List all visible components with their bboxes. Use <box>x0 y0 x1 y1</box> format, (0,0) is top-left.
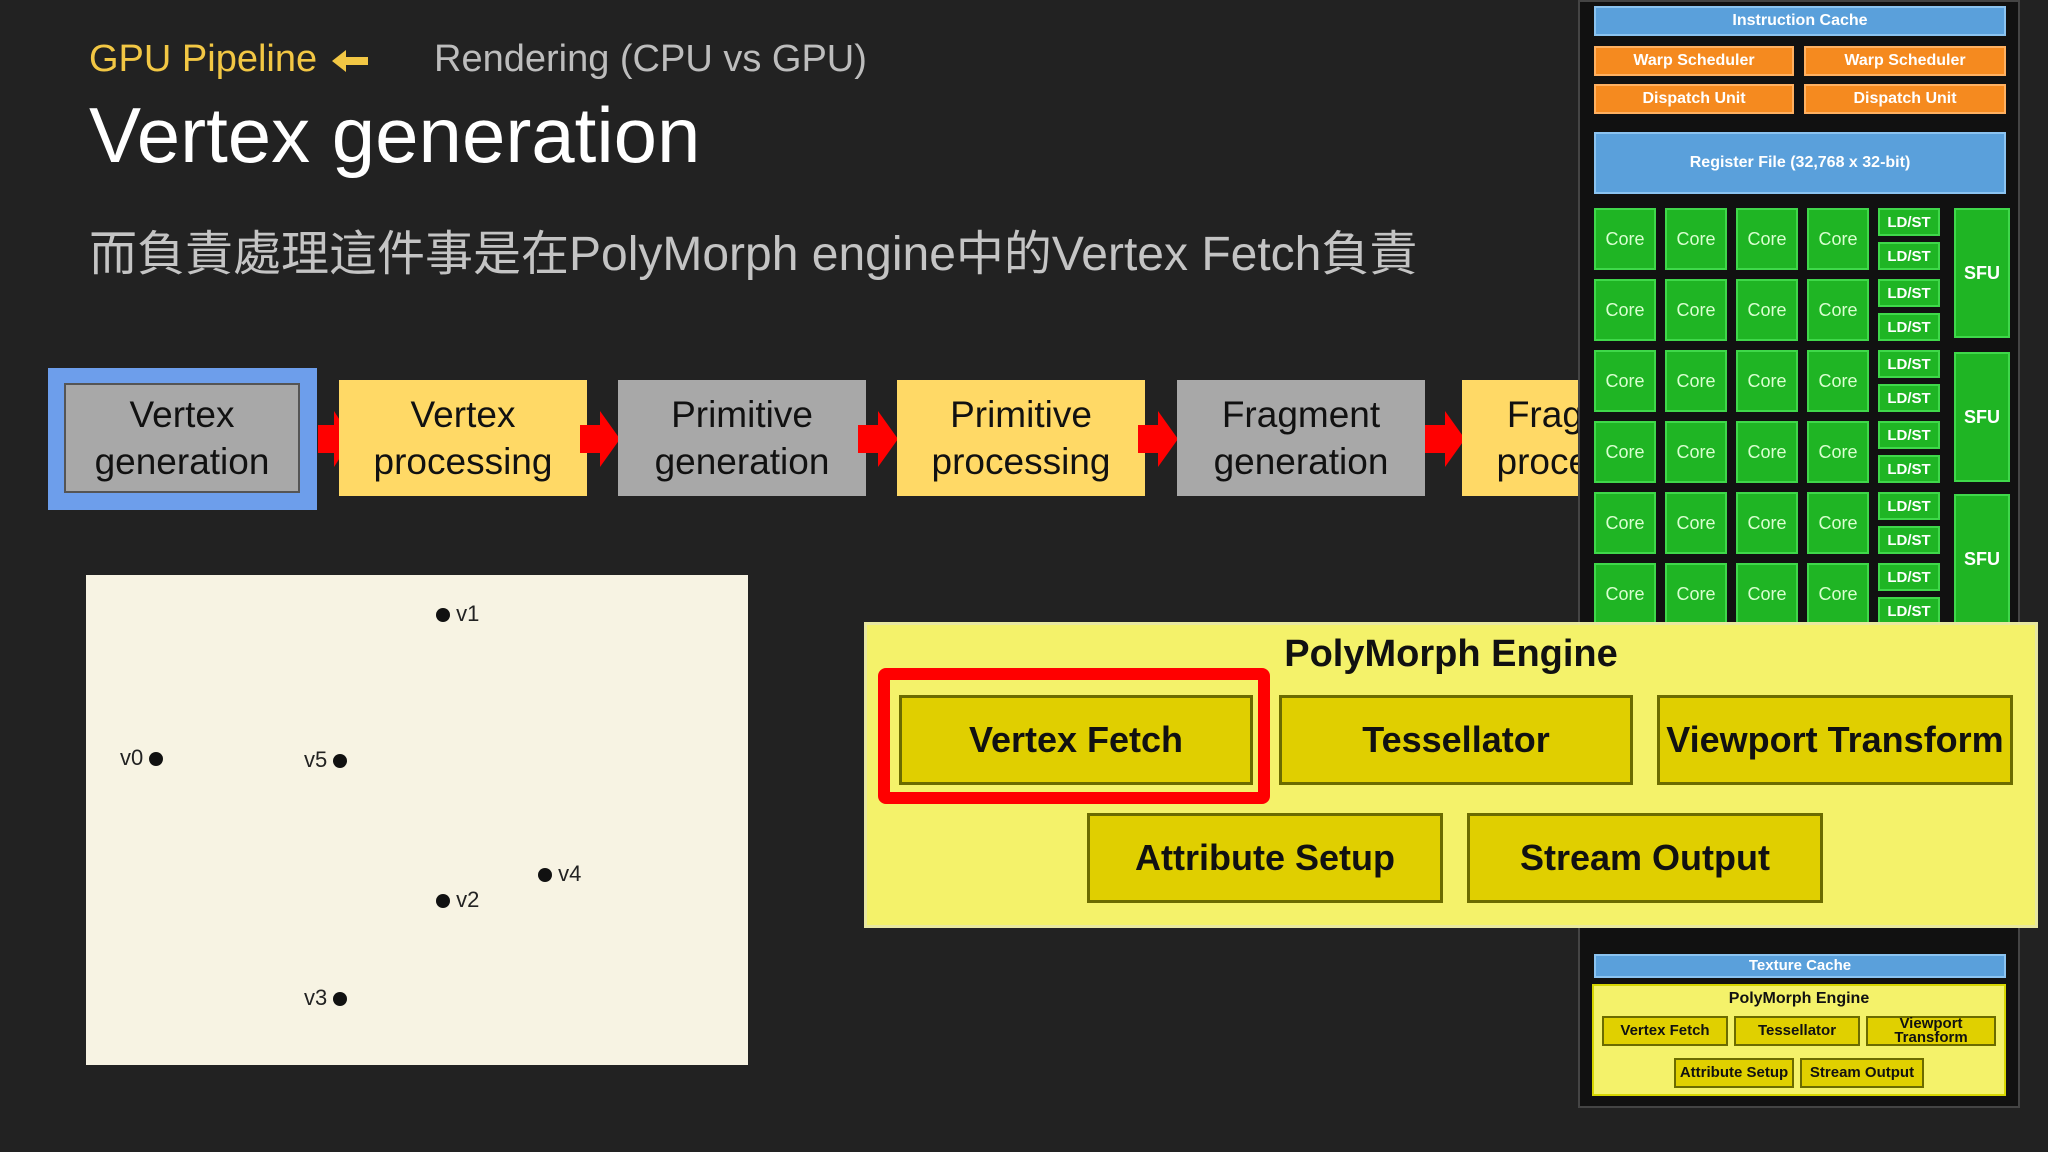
stage-fragment-processing[interactable]: Fragment processing <box>1462 380 1582 496</box>
ldst-unit: LD/ST <box>1878 279 1940 307</box>
dispatch-unit: Dispatch Unit <box>1594 84 1794 114</box>
sm-polymorph-title: PolyMorph Engine <box>1728 990 1870 1007</box>
stream-output-block[interactable]: Stream Output <box>1467 813 1823 903</box>
ldst-unit: LD/ST <box>1878 421 1940 449</box>
vertex-point: v1 <box>436 601 479 627</box>
register-file: Register File (32,768 x 32-bit) <box>1594 132 2006 194</box>
cuda-core: Core <box>1594 492 1656 554</box>
sm-viewport-transform: Viewport Transform <box>1866 1016 1996 1046</box>
arrow-left-icon <box>331 49 368 72</box>
ldst-unit: LD/ST <box>1878 526 1940 554</box>
polymorph-engine-zoom: PolyMorph Engine Vertex Fetch Tessellato… <box>864 622 2038 928</box>
stage-primitive-generation[interactable]: Primitive generation <box>618 380 866 496</box>
tessellator-block[interactable]: Tessellator <box>1279 695 1633 785</box>
cuda-core: Core <box>1807 492 1869 554</box>
texture-cache: Texture Cache <box>1594 954 2006 978</box>
breadcrumb-section-label: GPU Pipeline <box>89 38 318 80</box>
pipeline-arrow-icon <box>858 411 898 467</box>
ldst-unit: LD/ST <box>1878 350 1940 378</box>
sm-polymorph-engine: PolyMorph Engine Vertex Fetch Tessellato… <box>1592 984 2006 1096</box>
dispatch-unit: Dispatch Unit <box>1804 84 2006 114</box>
stage-label: generation <box>654 441 830 482</box>
cuda-core: Core <box>1665 563 1727 625</box>
sm-attribute-setup: Attribute Setup <box>1674 1058 1794 1088</box>
pipeline-arrow-icon <box>580 411 620 467</box>
viewport-transform-block[interactable]: Viewport Transform <box>1657 695 2013 785</box>
stage-vertex-processing[interactable]: Vertex processing <box>339 380 587 496</box>
vertex-point: v5 <box>304 747 348 773</box>
sfu-unit: SFU <box>1954 208 2010 338</box>
stage-vertex-generation[interactable]: Vertex generation <box>64 383 300 493</box>
ldst-unit: LD/ST <box>1878 492 1940 520</box>
cuda-core: Core <box>1807 279 1869 341</box>
cuda-core: Core <box>1736 492 1798 554</box>
stage-label: Vertex <box>129 394 235 435</box>
ldst-unit: LD/ST <box>1878 384 1940 412</box>
sfu-unit: SFU <box>1954 494 2010 624</box>
cuda-core: Core <box>1736 563 1798 625</box>
stage-label: Primitive <box>671 394 813 435</box>
cuda-core: Core <box>1594 208 1656 270</box>
warp-scheduler: Warp Scheduler <box>1804 46 2006 76</box>
breadcrumb-section[interactable]: GPU Pipeline <box>89 38 370 81</box>
page-subtitle: 而負責處理這件事是在PolyMorph engine中的Vertex Fetch… <box>89 228 1418 281</box>
cuda-core: Core <box>1594 563 1656 625</box>
vertex-fetch-block[interactable]: Vertex Fetch <box>899 695 1253 785</box>
ldst-unit: LD/ST <box>1878 208 1940 236</box>
cuda-core: Core <box>1665 208 1727 270</box>
pipeline-arrow-icon <box>1138 411 1178 467</box>
breadcrumb-topic[interactable]: Rendering (CPU vs GPU) <box>434 38 867 80</box>
gpu-sm-diagram: Instruction Cache Warp Scheduler Warp Sc… <box>1578 0 2020 1108</box>
cuda-core: Core <box>1736 279 1798 341</box>
vertex-point: v0 <box>120 745 164 771</box>
instruction-cache: Instruction Cache <box>1594 6 2006 36</box>
sm-stream-output: Stream Output <box>1800 1058 1924 1088</box>
vertex-plot: v1 v0 v5 v4 v2 v3 <box>86 575 748 1065</box>
ldst-unit: LD/ST <box>1878 313 1940 341</box>
vertex-point: v3 <box>304 985 348 1011</box>
warp-scheduler: Warp Scheduler <box>1594 46 1794 76</box>
stage-fragment-generation[interactable]: Fragment generation <box>1177 380 1425 496</box>
attribute-setup-block[interactable]: Attribute Setup <box>1087 813 1443 903</box>
cuda-core: Core <box>1736 421 1798 483</box>
cuda-core: Core <box>1736 208 1798 270</box>
cuda-core: Core <box>1594 421 1656 483</box>
cuda-core: Core <box>1665 492 1727 554</box>
cuda-core: Core <box>1807 563 1869 625</box>
stage-label: processing <box>1496 441 1582 482</box>
cuda-core: Core <box>1665 279 1727 341</box>
stage-label: generation <box>94 441 270 482</box>
cuda-core: Core <box>1807 421 1869 483</box>
cuda-core: Core <box>1665 421 1727 483</box>
sfu-unit: SFU <box>1954 352 2010 482</box>
polymorph-title: PolyMorph Engine <box>1284 633 1618 675</box>
pipeline-arrow-icon <box>1425 411 1465 467</box>
ldst-unit: LD/ST <box>1878 242 1940 270</box>
vertex-point: v2 <box>436 887 479 913</box>
ldst-unit: LD/ST <box>1878 563 1940 591</box>
stage-label: Fragment <box>1221 394 1381 435</box>
sm-tessellator: Tessellator <box>1734 1016 1860 1046</box>
ldst-unit: LD/ST <box>1878 597 1940 625</box>
vertex-point: v4 <box>538 861 581 887</box>
stage-label: Fragment <box>1506 394 1582 435</box>
pipeline-arrow-icon <box>318 411 352 467</box>
sm-vertex-fetch: Vertex Fetch <box>1602 1016 1728 1046</box>
cuda-core: Core <box>1665 350 1727 412</box>
ldst-unit: LD/ST <box>1878 455 1940 483</box>
stage-label: Vertex <box>410 394 516 435</box>
stage-label: Primitive <box>950 394 1092 435</box>
vertex-fetch-highlight <box>878 668 1270 804</box>
cuda-core: Core <box>1594 279 1656 341</box>
page-title: Vertex generation <box>89 91 701 179</box>
cuda-core: Core <box>1807 208 1869 270</box>
stage-label: generation <box>1213 441 1389 482</box>
stage-label: processing <box>373 441 553 482</box>
cuda-core: Core <box>1594 350 1656 412</box>
stage-label: processing <box>931 441 1111 482</box>
cuda-core: Core <box>1736 350 1798 412</box>
cuda-core: Core <box>1807 350 1869 412</box>
stage-primitive-processing[interactable]: Primitive processing <box>897 380 1145 496</box>
